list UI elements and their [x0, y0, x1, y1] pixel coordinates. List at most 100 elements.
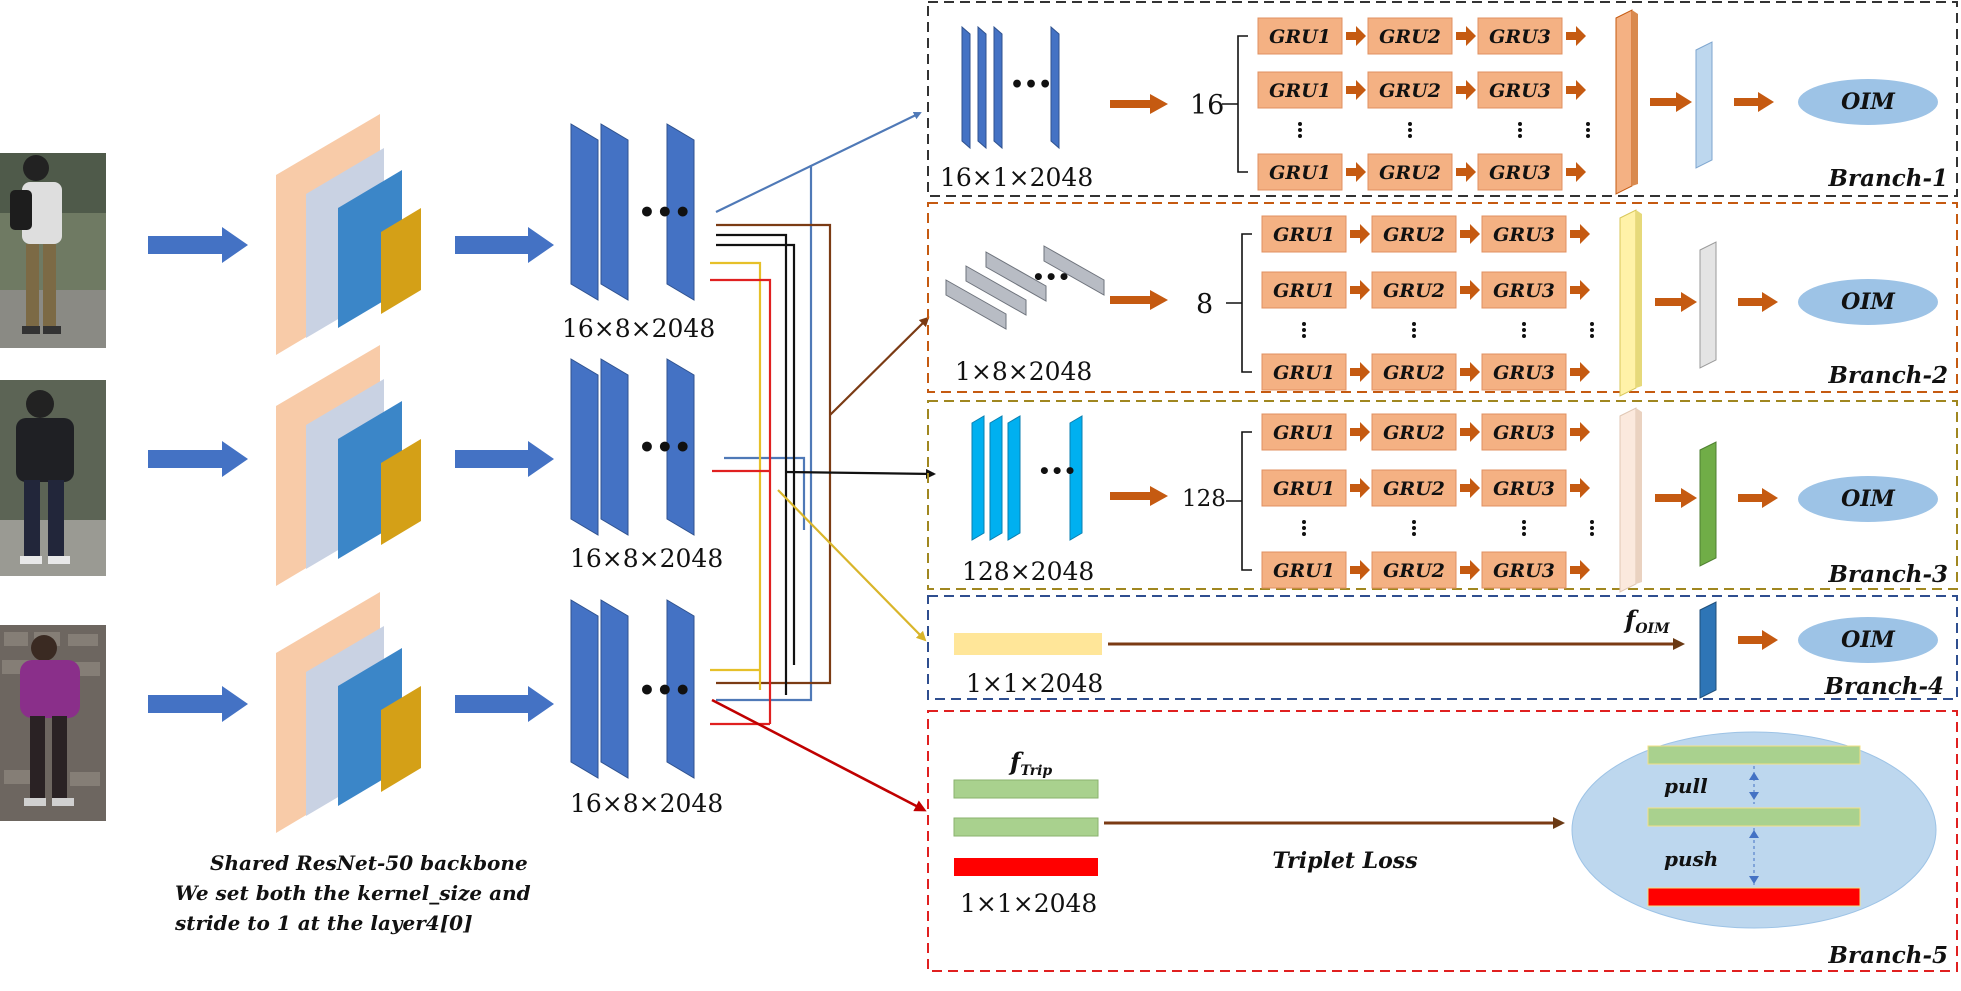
- triplet-ellipse: [1571, 731, 1937, 929]
- gru-cell: [1481, 413, 1567, 451]
- branch-1-ellipsis: •••: [1010, 72, 1052, 98]
- branch-1-name: Branch-1: [1828, 165, 1948, 192]
- ellipsis-dot: [1412, 322, 1416, 326]
- gru-cell: [1477, 153, 1563, 191]
- gru-cell-label: GRU2: [1383, 224, 1445, 246]
- ellipsis-dot: [1302, 520, 1306, 524]
- gru-cell: [1261, 469, 1347, 507]
- gru-cell: [1477, 17, 1563, 55]
- branch-5-f-label: fTrip: [1008, 747, 1052, 779]
- gru-cell-label: GRU3: [1493, 560, 1555, 582]
- gru-cell: [1371, 271, 1457, 309]
- ellipsis-dot: [1298, 122, 1302, 126]
- gru-arrow: [1566, 80, 1586, 100]
- gru-arrow: [1456, 26, 1476, 46]
- input-arrows: [148, 227, 554, 722]
- ellipsis-dot: [1412, 526, 1416, 530]
- gru-arrow: [1460, 422, 1480, 442]
- gru-arrow: [1350, 422, 1370, 442]
- gru-arrow: [1570, 560, 1590, 580]
- branch-2-name: Branch-2: [1828, 362, 1948, 389]
- branch-5-box: [927, 710, 1958, 972]
- ellipsis-dot: [1412, 328, 1416, 332]
- branch-3-count: 128: [1182, 486, 1226, 512]
- gru-arrow: [1460, 362, 1480, 382]
- gru-cell-label: GRU2: [1379, 26, 1441, 48]
- branch-2-dims: 1×8×2048: [955, 357, 1092, 386]
- ellipsis-dot: [1522, 328, 1526, 332]
- gru-cell: [1371, 215, 1457, 253]
- ellipsis-dot: [1302, 526, 1306, 530]
- gru-cell: [1261, 353, 1347, 391]
- gru-cell-label: GRU2: [1383, 362, 1445, 384]
- gru-bracket: [1226, 431, 1252, 571]
- push-label: push: [1664, 847, 1718, 871]
- branch-5-dims: 1×1×2048: [960, 889, 1097, 918]
- gru-cell-label: GRU3: [1493, 422, 1555, 444]
- ellipsis-dot: [1518, 134, 1522, 138]
- branch-1-arrow: [1110, 94, 1168, 114]
- gru-arrow: [1570, 362, 1590, 382]
- gru-cell-label: GRU1: [1273, 422, 1335, 444]
- oim-ellipse-3: [1798, 476, 1938, 522]
- ellipsis-dot: [1522, 322, 1526, 326]
- branch-2-slices: [945, 245, 1105, 330]
- ellipsis-dot: [1590, 328, 1594, 332]
- branch-1-box: [927, 1, 1958, 197]
- branch-3-name: Branch-3: [1828, 561, 1948, 588]
- svg-text:•••: •••: [638, 431, 692, 464]
- branch-4-name: Branch-4: [1824, 673, 1944, 700]
- person-image-3: [0, 625, 106, 821]
- ellipsis-dot: [1590, 526, 1594, 530]
- ellipsis-dot: [1408, 122, 1412, 126]
- gru-cell-label: GRU3: [1489, 26, 1551, 48]
- ellipsis-dot: [1590, 532, 1594, 536]
- gru-arrow: [1346, 162, 1366, 182]
- person-image-1: [0, 153, 106, 348]
- gru-cell-label: GRU3: [1489, 162, 1551, 184]
- person-image-2: [0, 380, 106, 576]
- gru-cell: [1481, 353, 1567, 391]
- ellipsis-dot: [1412, 520, 1416, 524]
- gru-cell-label: GRU1: [1269, 26, 1331, 48]
- gru-arrow: [1570, 224, 1590, 244]
- branch-4-f-label: fOIM: [1623, 605, 1670, 637]
- gru-bracket: [1226, 233, 1252, 373]
- gru-cell-label: GRU2: [1383, 560, 1445, 582]
- gru-arrow: [1570, 280, 1590, 300]
- gru-arrow: [1350, 362, 1370, 382]
- ellipsis-dot: [1522, 532, 1526, 536]
- ellipsis-dot: [1590, 322, 1594, 326]
- oim-label-4: OIM: [1841, 627, 1895, 653]
- backbone-stack-1: [276, 114, 421, 355]
- ellipsis-dot: [1522, 520, 1526, 524]
- gru-arrow: [1456, 80, 1476, 100]
- gru-arrow: [1566, 162, 1586, 182]
- gru-cell-label: GRU1: [1273, 224, 1335, 246]
- branch-1-count: 16: [1190, 90, 1224, 121]
- branch-3-slices: [971, 415, 1083, 541]
- gru-arrow: [1460, 560, 1480, 580]
- gru-arrow: [1456, 162, 1476, 182]
- branch-5-bar-green-1: [953, 779, 1099, 799]
- gru-arrow: [1460, 478, 1480, 498]
- backbone-caption-line-3: stride to 1 at the layer4[0]: [174, 911, 473, 935]
- gru-arrow: [1350, 478, 1370, 498]
- ellipsis-dot: [1522, 526, 1526, 530]
- feature-map-3: •••: [570, 599, 695, 779]
- gru-cell-label: GRU1: [1269, 80, 1331, 102]
- gru-cell-label: GRU1: [1273, 560, 1335, 582]
- pull-label: pull: [1664, 774, 1708, 798]
- oim-ellipse-4: [1798, 617, 1938, 663]
- gru-cell: [1371, 413, 1457, 451]
- branch-3-arrow: [1110, 486, 1168, 506]
- ellipsis-dot: [1586, 122, 1590, 126]
- ellipsis-dot: [1298, 134, 1302, 138]
- branch-1-dims: 16×1×2048: [940, 163, 1093, 192]
- gru-cell: [1481, 469, 1567, 507]
- gru-arrow: [1570, 422, 1590, 442]
- gru-cell-label: GRU2: [1383, 422, 1445, 444]
- gru-bracket: [1222, 35, 1248, 173]
- gru-cell-label: GRU3: [1493, 280, 1555, 302]
